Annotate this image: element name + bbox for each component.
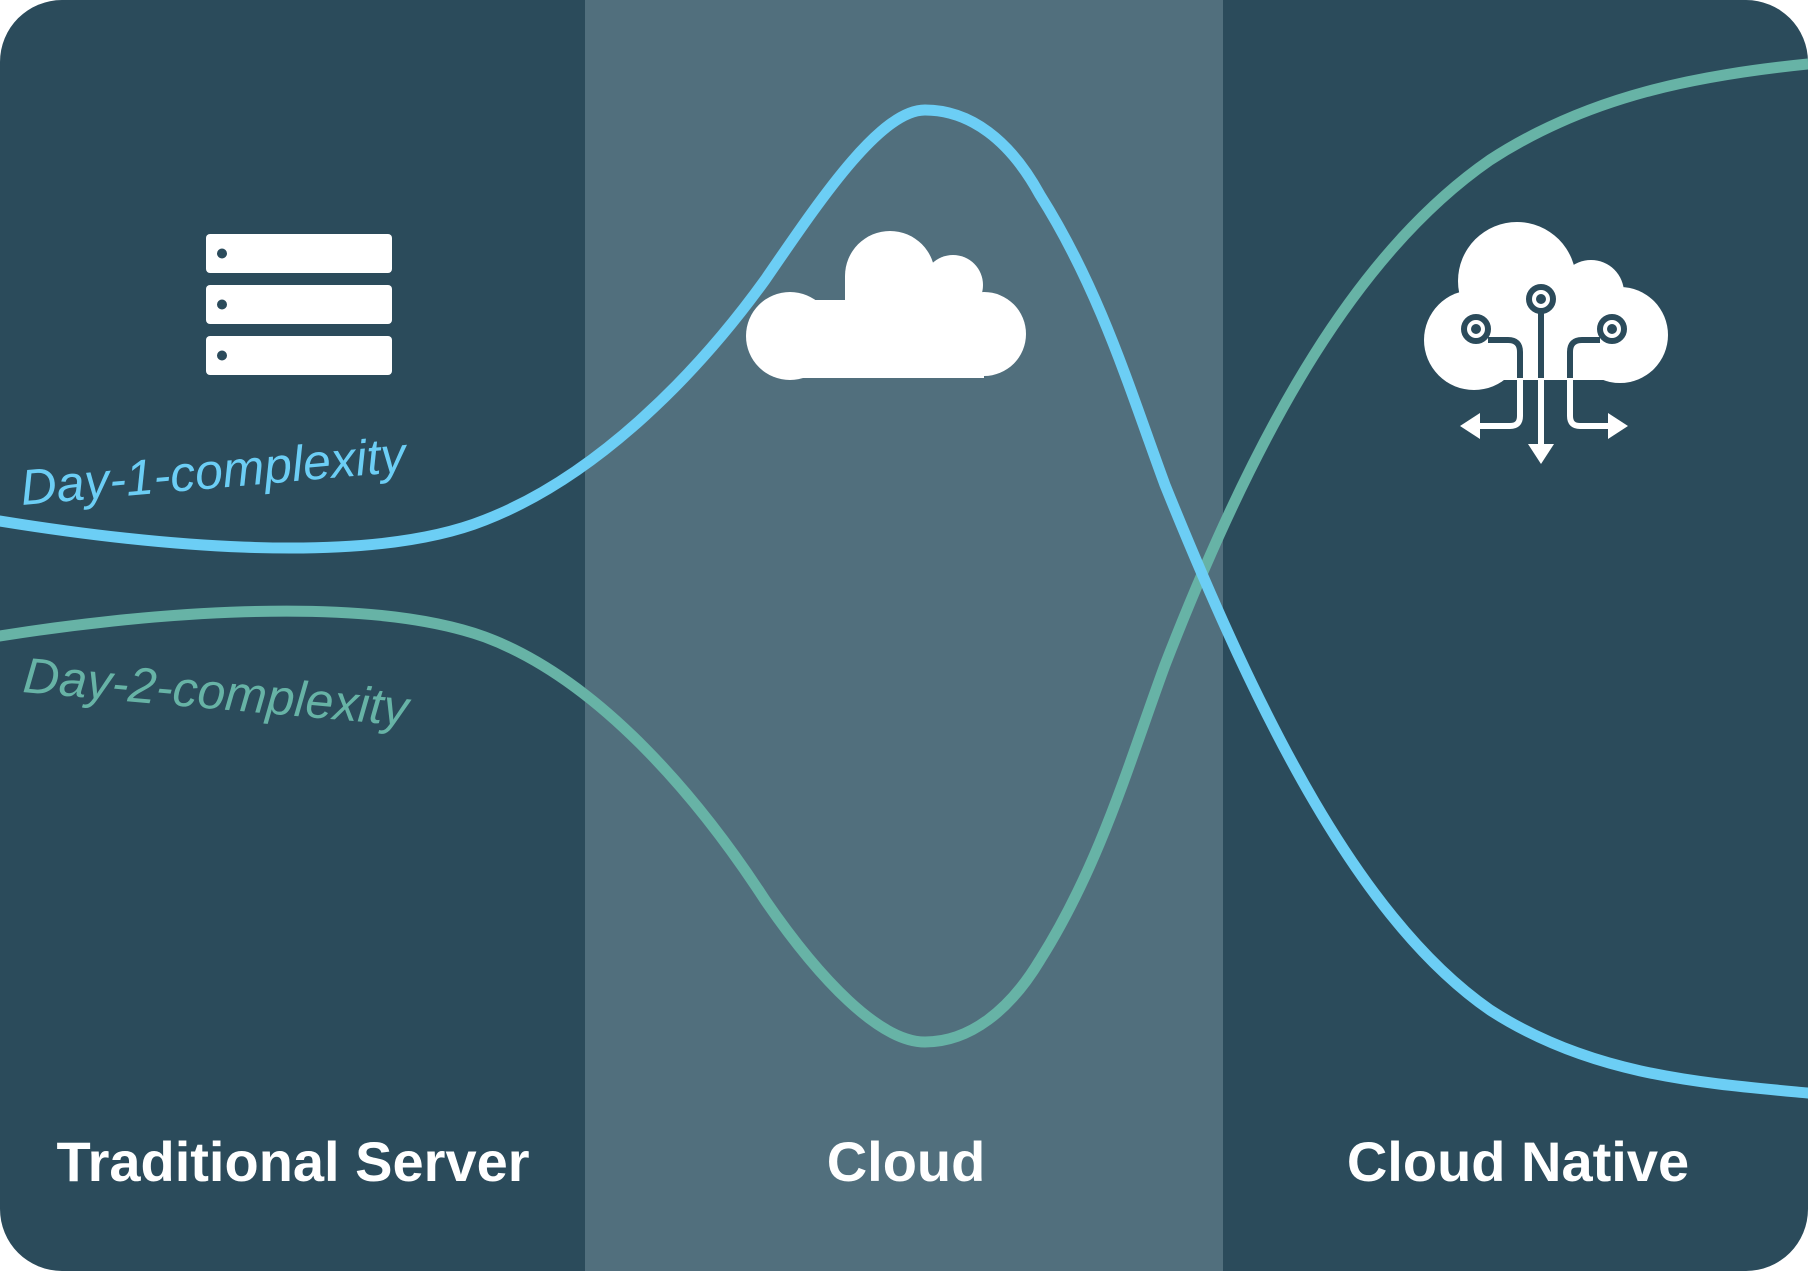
server-stack-icon	[206, 234, 392, 375]
stage-label-cloud: Cloud	[827, 1130, 986, 1193]
cloud-band	[585, 0, 1223, 1271]
day2-complexity-curve	[0, 58, 1808, 1048]
cloud-native-circuit-icon	[1424, 222, 1668, 464]
day1-complexity-curve	[0, 104, 1808, 1099]
stage-label-traditional-server: Traditional Server	[56, 1130, 529, 1193]
stage-label-cloud-native: Cloud Native	[1347, 1130, 1689, 1193]
cloud-icon	[746, 231, 1026, 380]
